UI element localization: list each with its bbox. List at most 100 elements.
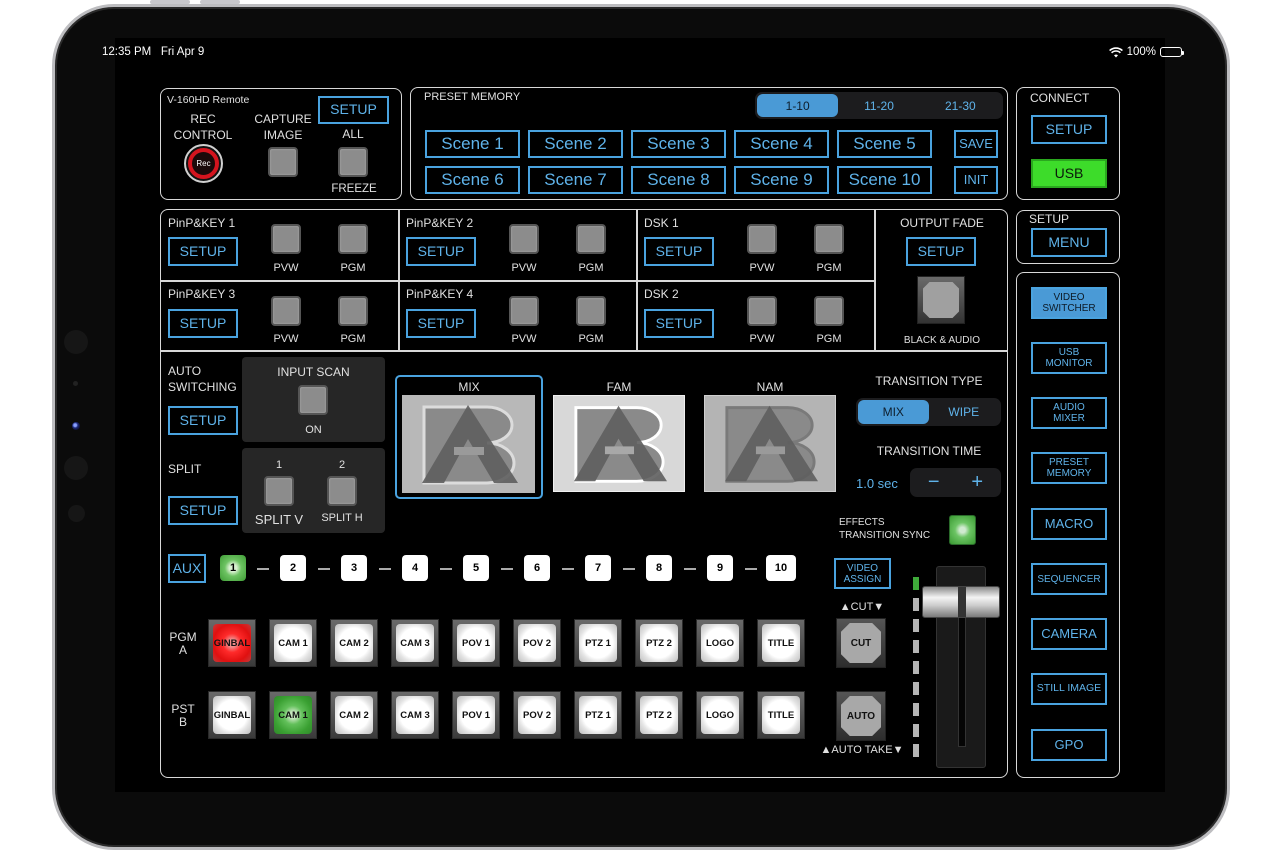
menu-button[interactable]: MENU (1031, 228, 1107, 257)
dsk2-pvw-button[interactable] (747, 296, 777, 326)
scene-7-button[interactable]: Scene 7 (528, 166, 623, 194)
pgm-source-title[interactable]: TITLE (757, 619, 805, 667)
pst-source-cam1[interactable]: CAM 1 (269, 691, 317, 739)
remote-setup-button[interactable]: SETUP (318, 96, 389, 124)
pgm-source-ptz2[interactable]: PTZ 2 (635, 619, 683, 667)
scene-10-button[interactable]: Scene 10 (837, 166, 932, 194)
aux-4[interactable]: 4 (402, 555, 428, 581)
aux-7[interactable]: 7 (585, 555, 611, 581)
init-button[interactable]: INIT (954, 166, 998, 194)
connect-setup-button[interactable]: SETUP (1031, 115, 1107, 144)
nav-sequencer[interactable]: SEQUENCER (1031, 563, 1107, 595)
nav-usb-monitor[interactable]: USB MONITOR (1031, 342, 1107, 374)
aux-3[interactable]: 3 (341, 555, 367, 581)
key2-setup-button[interactable]: SETUP (406, 237, 476, 266)
pgm-source-pov2[interactable]: POV 2 (513, 619, 561, 667)
pgm-source-cam1[interactable]: CAM 1 (269, 619, 317, 667)
key3-setup-button[interactable]: SETUP (168, 309, 238, 338)
pgm-source-cam3[interactable]: CAM 3 (391, 619, 439, 667)
auto-button[interactable]: AUTO (836, 691, 886, 741)
dsk1-pvw-button[interactable] (747, 224, 777, 254)
pst-source-pov2[interactable]: POV 2 (513, 691, 561, 739)
pst-source-ptz1[interactable]: PTZ 1 (574, 691, 622, 739)
scene-2-button[interactable]: Scene 2 (528, 130, 623, 158)
aux-10[interactable]: 10 (766, 555, 796, 581)
aux-6[interactable]: 6 (524, 555, 550, 581)
dsk2-pgm-button[interactable] (814, 296, 844, 326)
preview-nam[interactable] (704, 395, 836, 492)
pgm-source-ptz1[interactable]: PTZ 1 (574, 619, 622, 667)
usb-button[interactable]: USB (1031, 159, 1107, 188)
aux-1[interactable]: 1 (220, 555, 246, 581)
aux-8[interactable]: 8 (646, 555, 672, 581)
pgm-source-cam2[interactable]: CAM 2 (330, 619, 378, 667)
video-assign-button[interactable]: VIDEO ASSIGN (834, 558, 891, 589)
split-h-button[interactable] (327, 476, 357, 506)
pst-source-ptz2[interactable]: PTZ 2 (635, 691, 683, 739)
tbar-handle[interactable] (922, 586, 1000, 618)
transition-type-mix[interactable]: MIX (858, 400, 929, 424)
pst-source-cam2[interactable]: CAM 2 (330, 691, 378, 739)
time-increment-button[interactable]: + (971, 471, 984, 493)
dsk1-pgm-button[interactable] (814, 224, 844, 254)
rec-button[interactable]: Rec (184, 144, 223, 183)
key3-pvw-button[interactable] (271, 296, 301, 326)
cut-button[interactable]: CUT (836, 618, 886, 668)
effects-sync-button[interactable] (949, 515, 976, 545)
auto-switching-setup-button[interactable]: SETUP (168, 406, 238, 435)
scene-8-button[interactable]: Scene 8 (631, 166, 726, 194)
key1-pvw-button[interactable] (271, 224, 301, 254)
pgm-source-pov1[interactable]: POV 1 (452, 619, 500, 667)
pst-source-cam3[interactable]: CAM 3 (391, 691, 439, 739)
scene-9-button[interactable]: Scene 9 (734, 166, 829, 194)
freeze-button[interactable] (338, 147, 368, 177)
aux-button[interactable]: AUX (168, 554, 206, 583)
dsk2-setup-button[interactable]: SETUP (644, 309, 714, 338)
aux-2[interactable]: 2 (280, 555, 306, 581)
scene-6-button[interactable]: Scene 6 (425, 166, 520, 194)
scene-5-button[interactable]: Scene 5 (837, 130, 932, 158)
aux-9[interactable]: 9 (707, 555, 733, 581)
split-v-button[interactable] (264, 476, 294, 506)
nav-audio-mixer[interactable]: AUDIO MIXER (1031, 397, 1107, 429)
nav-macro[interactable]: MACRO (1031, 508, 1107, 540)
nav-video-switcher[interactable]: VIDEO SWITCHER (1031, 287, 1107, 319)
output-fade-setup-button[interactable]: SETUP (906, 237, 976, 266)
preview-fam[interactable] (553, 395, 685, 492)
pst-source-pov1[interactable]: POV 1 (452, 691, 500, 739)
scene-1-button[interactable]: Scene 1 (425, 130, 520, 158)
pst-source-logo[interactable]: LOGO (696, 691, 744, 739)
key4-setup-button[interactable]: SETUP (406, 309, 476, 338)
capture-image-button[interactable] (268, 147, 298, 177)
pst-source-title[interactable]: TITLE (757, 691, 805, 739)
auto-take-caption: ▲AUTO TAKE▼ (820, 744, 904, 756)
pst-source-ginbal[interactable]: GINBAL (208, 691, 256, 739)
scene-3-button[interactable]: Scene 3 (631, 130, 726, 158)
nav-camera[interactable]: CAMERA (1031, 618, 1107, 650)
bank-tab-11-20[interactable]: 11-20 (864, 98, 894, 113)
scene-4-button[interactable]: Scene 4 (734, 130, 829, 158)
nav-still-image[interactable]: STILL IMAGE (1031, 673, 1107, 705)
input-scan-button[interactable] (298, 385, 328, 415)
pgm-source-logo[interactable]: LOGO (696, 619, 744, 667)
save-button[interactable]: SAVE (954, 130, 998, 158)
nav-gpo[interactable]: GPO (1031, 729, 1107, 761)
black-audio-button[interactable] (917, 276, 965, 324)
pgm-source-ginbal[interactable]: GINBAL (208, 619, 256, 667)
time-decrement-button[interactable]: − (927, 471, 940, 493)
key2-pgm-button[interactable] (576, 224, 606, 254)
key4-pgm-button[interactable] (576, 296, 606, 326)
dsk1-setup-button[interactable]: SETUP (644, 237, 714, 266)
key3-pgm-button[interactable] (338, 296, 368, 326)
split-setup-button[interactable]: SETUP (168, 496, 238, 525)
transition-type-wipe[interactable]: WIPE (948, 405, 980, 419)
nav-preset-memory[interactable]: PRESET MEMORY (1031, 452, 1107, 484)
key2-pvw-button[interactable] (509, 224, 539, 254)
preview-mix[interactable] (395, 375, 543, 499)
key1-pgm-button[interactable] (338, 224, 368, 254)
key4-pvw-button[interactable] (509, 296, 539, 326)
bank-tab-21-30[interactable]: 21-30 (944, 98, 976, 113)
key1-setup-button[interactable]: SETUP (168, 237, 238, 266)
bank-tab-1-10[interactable]: 1-10 (757, 94, 839, 117)
aux-5[interactable]: 5 (463, 555, 489, 581)
